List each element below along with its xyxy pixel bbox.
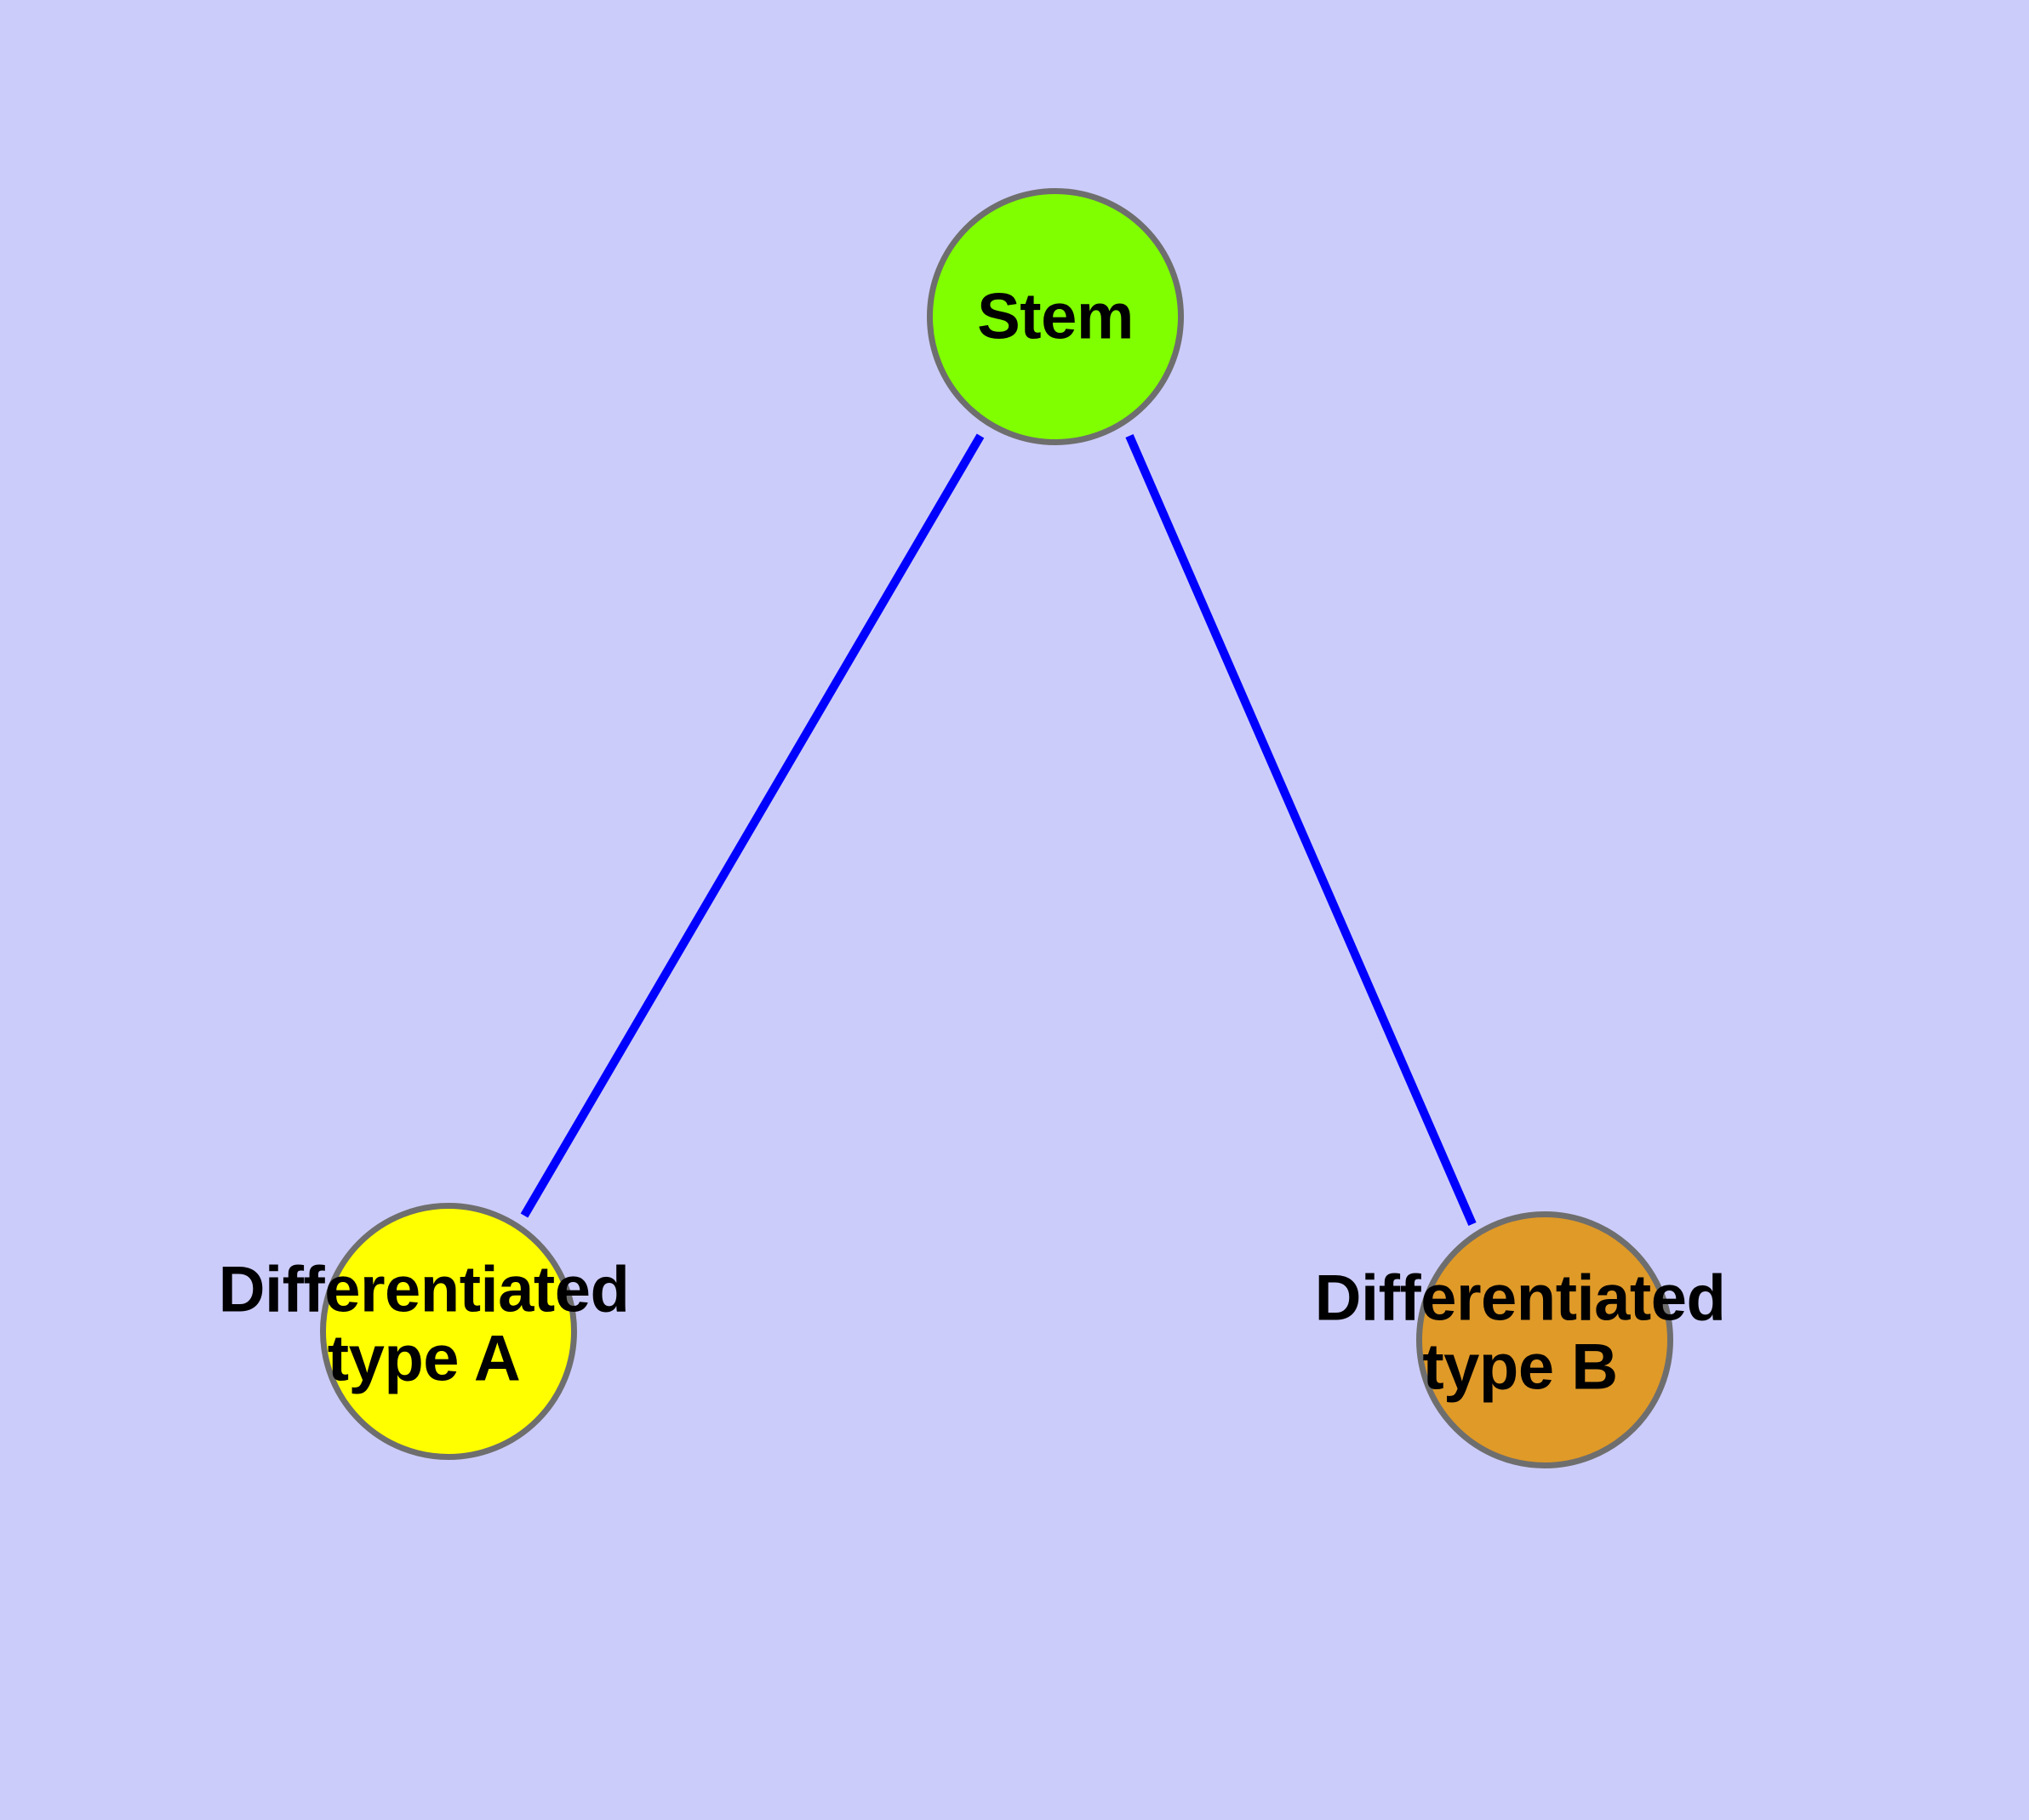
node-differentiated-type-b[interactable] xyxy=(1416,1211,1673,1468)
edge-stem-to-differentiated-type-a xyxy=(520,433,985,1218)
edge-stem-to-differentiated-type-b xyxy=(1125,434,1477,1226)
node-stem[interactable] xyxy=(927,188,1184,445)
node-differentiated-type-a[interactable] xyxy=(320,1203,577,1460)
